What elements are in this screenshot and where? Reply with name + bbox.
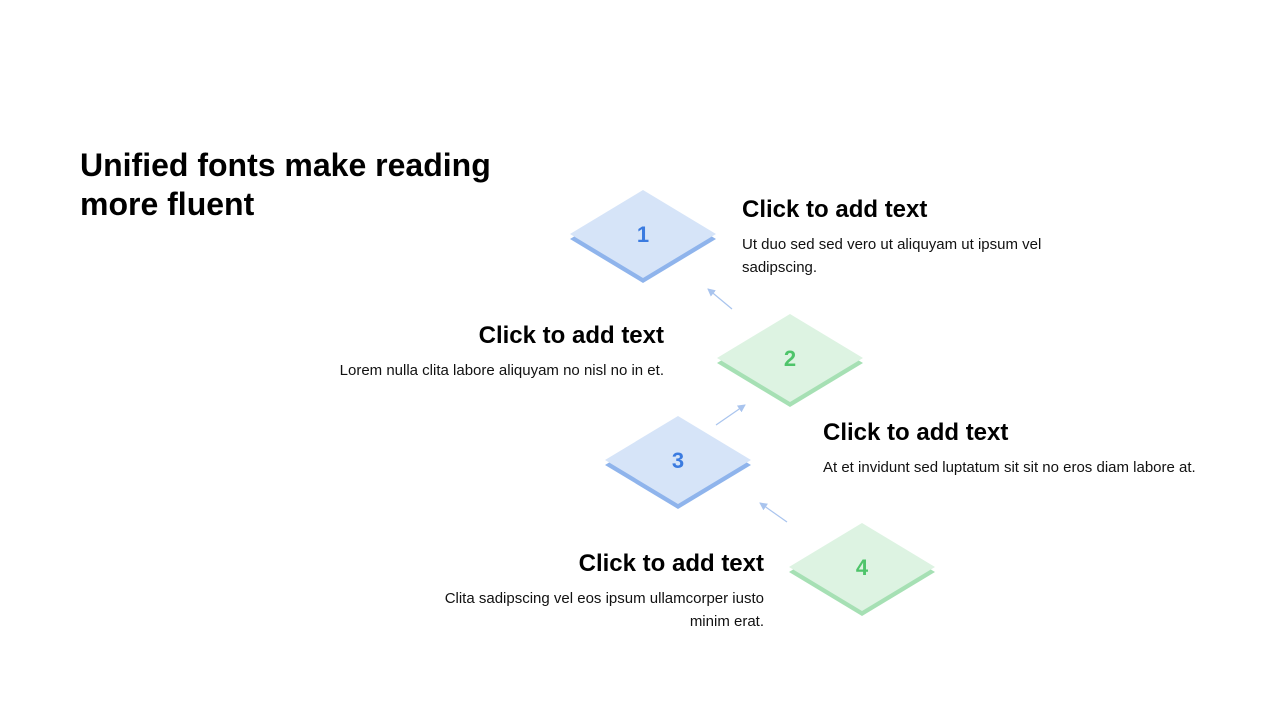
step-3-diamond-face: [605, 416, 751, 504]
step-1-text-block[interactable]: Click to add text Ut duo sed sed vero ut…: [742, 195, 1102, 279]
step-1-number: 1: [637, 222, 649, 247]
step-2-diamond-face: [717, 314, 863, 402]
connector-arrow-3-to-2: [715, 404, 746, 426]
step-3-diamond[interactable]: 3: [605, 416, 751, 509]
step-2-text-block[interactable]: Click to add text Lorem nulla clita labo…: [300, 321, 664, 382]
step-4-text-block[interactable]: Click to add text Clita sadipscing vel e…: [404, 549, 764, 633]
step-1-diamond[interactable]: 1: [570, 190, 716, 283]
step-4-number: 4: [856, 555, 869, 580]
step-1-heading[interactable]: Click to add text: [742, 196, 928, 223]
step-4-heading[interactable]: Click to add text: [578, 550, 764, 577]
step-1-body[interactable]: Ut duo sed sed vero ut aliquyam ut ipsum…: [742, 236, 1042, 276]
step-3-heading[interactable]: Click to add text: [823, 419, 1009, 446]
connector-arrow-4-to-3: [759, 502, 788, 523]
step-2-body[interactable]: Lorem nulla clita labore aliquyam no nis…: [339, 362, 664, 379]
step-3-text-block[interactable]: Click to add text At et invidunt sed lup…: [823, 418, 1203, 479]
step-4-body[interactable]: Clita sadipscing vel eos ipsum ullamcorp…: [444, 590, 764, 630]
step-2-diamond[interactable]: 2: [717, 314, 863, 407]
step-2-number: 2: [784, 346, 796, 371]
step-3-number: 3: [672, 448, 684, 473]
connector-arrow-2-to-1: [707, 288, 733, 310]
step-1-diamond-face: [570, 190, 716, 278]
connectors: [707, 288, 788, 523]
step-3-body[interactable]: At et invidunt sed luptatum sit sit no e…: [823, 459, 1196, 476]
step-4-diamond-face: [789, 523, 935, 611]
step-2-heading[interactable]: Click to add text: [478, 322, 664, 349]
slide-title[interactable]: Unified fonts make reading more fluent: [80, 147, 491, 222]
step-4-diamond[interactable]: 4: [789, 523, 935, 616]
